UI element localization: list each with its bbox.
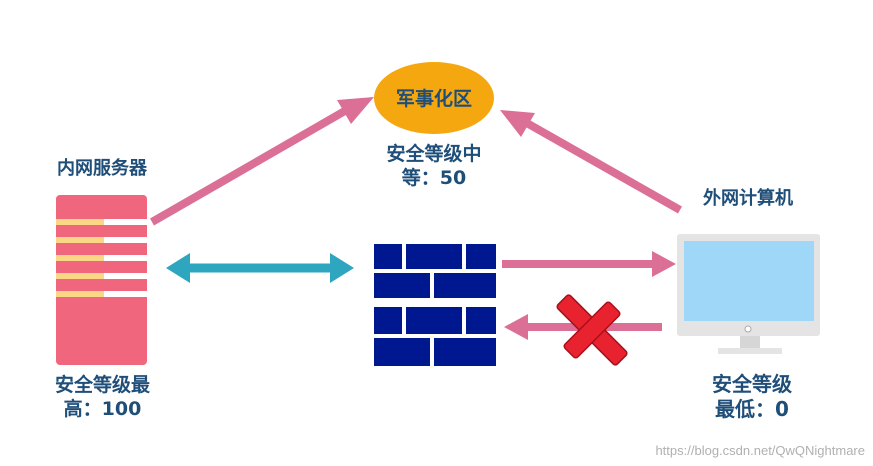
arrow-firewall-to-computer: [502, 251, 676, 277]
firewall-icon: [374, 244, 496, 366]
external-computer-security-level: 安全等级 最低：0: [692, 372, 812, 422]
internal-server-security-level: 安全等级最 高：100: [40, 374, 165, 422]
external-computer-security-line-1: 安全等级: [712, 372, 792, 396]
blocked-cross-icon: [556, 294, 628, 366]
dmz-ellipse: [374, 62, 494, 134]
arrow-bidirectional-server-firewall: [166, 253, 354, 283]
internal-server-security-line-1: 安全等级最: [54, 374, 150, 396]
computer-monitor-icon: [677, 234, 820, 354]
external-computer-security-line-2: 最低：0: [715, 397, 789, 421]
watermark-text: https://blog.csdn.net/QwQNightmare: [655, 443, 865, 458]
dmz-security-level: 安全等级中 等：50: [374, 143, 494, 191]
dmz-security-line-1: 安全等级中: [386, 143, 482, 165]
internal-server-title: 内网服务器: [57, 158, 147, 179]
dmz-label: 军事化区: [396, 87, 472, 110]
arrow-server-to-dmz: [150, 97, 374, 226]
dmz-security-line-2: 等：50: [401, 166, 467, 189]
server-icon: [56, 195, 147, 365]
internal-server-security-line-2: 高：100: [63, 397, 142, 420]
external-computer-title: 外网计算机: [703, 188, 793, 209]
arrow-computer-to-dmz: [500, 110, 682, 214]
